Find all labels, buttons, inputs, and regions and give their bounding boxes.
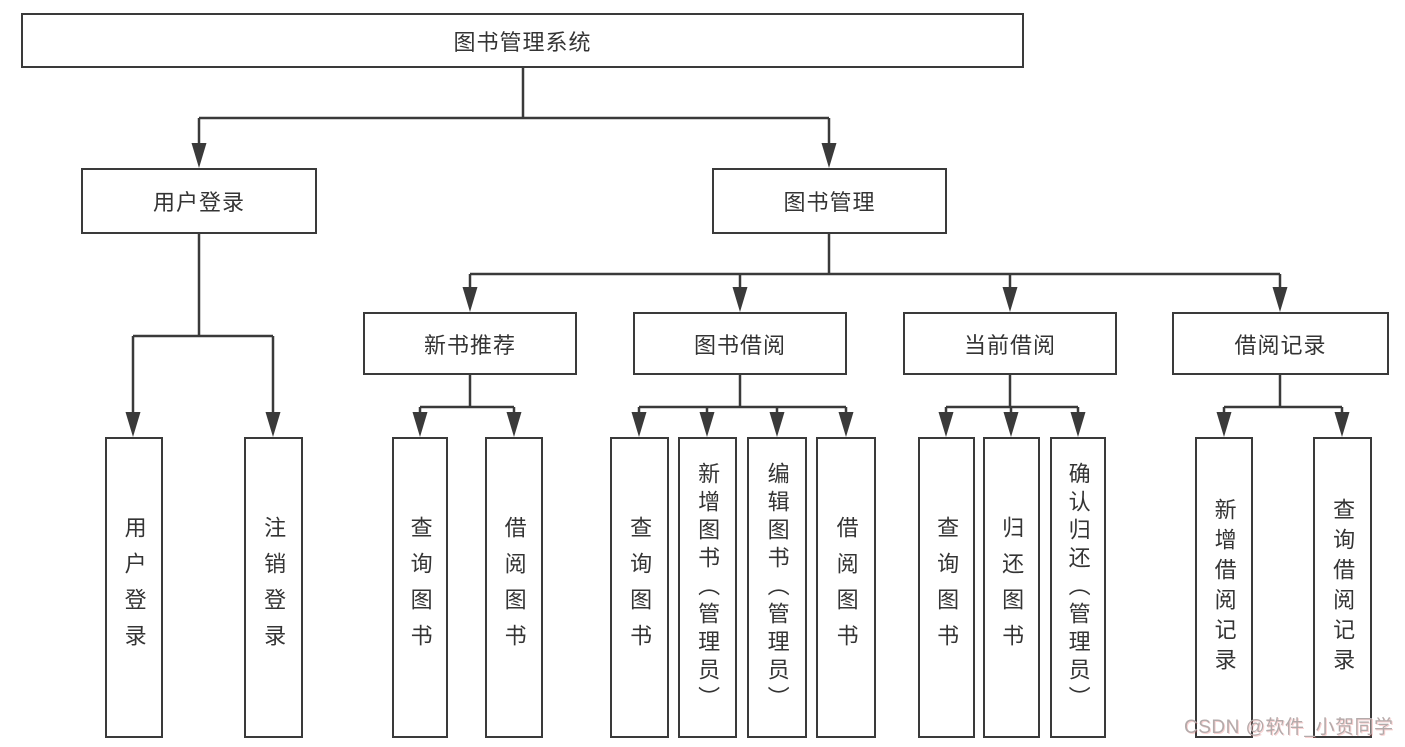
node-borrowing-query-books-label: 查询图书 [627,515,653,660]
node-book-borrowing: 图书借阅 [633,312,847,375]
branch-borrowing-records [1216,375,1350,437]
node-new-book-recommend: 新书推荐 [363,312,577,375]
node-user-login: 用户登录 [81,168,317,234]
node-user-login-action: 用户登录 [105,437,163,738]
branch-book-management [462,234,1288,312]
node-borrowing-borrow-books-label: 借阅图书 [833,515,859,660]
branch-book-borrowing [631,375,854,437]
node-records-query-record-label: 查询借阅记录 [1330,497,1356,678]
node-borrowing-add-books: 新增图书（管理员） [678,437,737,738]
node-records-add-record: 新增借阅记录 [1195,437,1253,738]
branch-user-login [125,234,281,437]
branch-new-book-recommend [412,375,522,437]
node-user-login-action-label: 用户登录 [121,515,147,660]
node-book-management: 图书管理 [712,168,947,234]
node-library-system: 图书管理系统 [21,13,1024,68]
node-current-query-books-label: 查询图书 [934,515,960,660]
node-records-add-record-label: 新增借阅记录 [1211,497,1237,678]
node-current-return-books-label: 归还图书 [999,515,1025,660]
node-borrowing-add-books-label: 新增图书（管理员） [695,461,721,714]
node-current-confirm-return-label: 确认归还（管理员） [1065,461,1091,714]
node-current-borrowing: 当前借阅 [903,312,1117,375]
node-borrowing-edit-books: 编辑图书（管理员） [747,437,807,738]
node-logout-action: 注销登录 [244,437,303,738]
node-recommend-query-books-label: 查询图书 [407,515,433,660]
node-logout-action-label: 注销登录 [261,515,287,660]
node-current-query-books: 查询图书 [918,437,975,738]
branch-current-borrowing [938,375,1086,437]
node-current-return-books: 归还图书 [983,437,1040,738]
node-borrowing-query-books: 查询图书 [610,437,669,738]
node-borrowing-records: 借阅记录 [1172,312,1389,375]
node-records-query-record: 查询借阅记录 [1313,437,1372,738]
trunk-root [191,68,837,168]
node-recommend-query-books: 查询图书 [392,437,448,738]
node-borrowing-edit-books-label: 编辑图书（管理员） [764,461,790,714]
node-recommend-borrow-books: 借阅图书 [485,437,543,738]
node-recommend-borrow-books-label: 借阅图书 [501,515,527,660]
node-borrowing-borrow-books: 借阅图书 [816,437,876,738]
csdn-watermark: CSDN @软件_小贺同学 [1184,717,1394,738]
node-current-confirm-return: 确认归还（管理员） [1050,437,1106,738]
